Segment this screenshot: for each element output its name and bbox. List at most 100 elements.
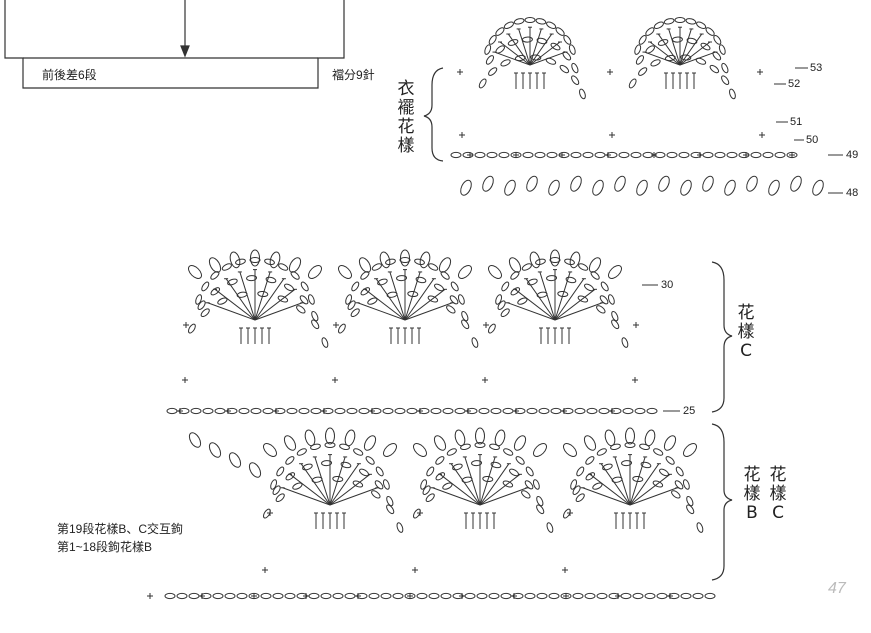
chain-stitch [586, 407, 598, 415]
single-crochet [607, 69, 613, 75]
puff-stitch [263, 443, 277, 457]
chain-stitch [320, 592, 332, 600]
double-crochet [314, 456, 331, 506]
single-crochet [465, 408, 471, 414]
puff-stitch [208, 257, 222, 273]
chain-stitch [195, 294, 203, 305]
chain-stitch [430, 407, 442, 415]
chain-stitch [596, 305, 606, 314]
chain-stitch [339, 443, 350, 450]
chain-stitch [622, 407, 634, 415]
puff-stitch [570, 175, 582, 192]
chain-stitch [278, 263, 289, 271]
chain-stitch [692, 592, 704, 600]
puff-stitch [458, 265, 472, 279]
chain-stitch [212, 592, 224, 600]
chain-stitch [521, 263, 532, 271]
chain-stitch [371, 490, 381, 499]
chain-stitch [250, 407, 262, 415]
chain-stitch [450, 151, 462, 159]
chain-stitch [188, 592, 200, 600]
chain-stitch [585, 472, 596, 481]
double-crochet [518, 28, 531, 66]
chain-stitch [704, 592, 716, 600]
chain-stitch [285, 472, 296, 481]
chain-stitch [338, 323, 346, 334]
chain-stitch [624, 442, 636, 448]
chain-stitch [495, 27, 505, 36]
chain-stitch [574, 407, 586, 415]
double-crochet [679, 51, 716, 66]
chain-stitch [345, 294, 353, 305]
chain-stitch [598, 407, 610, 415]
chain-stitch [578, 263, 589, 271]
single-crochet [609, 132, 615, 138]
single-crochet [511, 593, 517, 599]
chain-stitch [535, 18, 547, 25]
chain-stitch [415, 276, 427, 284]
chain-stitch [650, 59, 661, 67]
puff-stitch [269, 251, 281, 269]
single-crochet [757, 69, 763, 75]
hem-bracket [423, 67, 444, 162]
chain-stitch [665, 456, 675, 465]
puff-stitch [363, 435, 377, 451]
chain-stitch [563, 508, 571, 519]
chain-stitch [599, 295, 609, 305]
chain-stitch [618, 151, 630, 159]
row-number-49: 49 [846, 149, 859, 161]
single-crochet [467, 152, 473, 158]
double-crochet [614, 456, 631, 506]
chain-stitch [478, 407, 490, 415]
chain-stitch [484, 44, 492, 55]
garment-outline [4, 0, 345, 89]
chain-stitch [374, 480, 384, 490]
chain-stitch [350, 308, 360, 318]
chain-stitch [396, 522, 404, 533]
chain-stitch [500, 308, 510, 318]
chain-stitch [457, 294, 465, 305]
double-crochet [539, 271, 556, 321]
puff-stitch [529, 251, 541, 269]
double-crochet [357, 302, 406, 321]
chain-stitch [640, 461, 652, 469]
chain-stitch [461, 310, 469, 322]
puff-stitch [304, 429, 316, 447]
puff-stitch [433, 435, 447, 451]
double-crochet [649, 41, 681, 66]
double-crochet [668, 28, 681, 66]
chain-stitch [176, 592, 188, 600]
chain-stitch [630, 151, 642, 159]
chain-stitch [571, 75, 580, 86]
double-crochet [254, 278, 285, 321]
double-crochet [225, 278, 256, 321]
chain-stitch [550, 407, 562, 415]
double-crochet [329, 463, 360, 506]
chain-stitch [510, 287, 521, 296]
single-crochet [609, 408, 615, 414]
chain-stitch [452, 463, 463, 471]
chain-stitch [610, 443, 621, 450]
chain-stitch [420, 479, 428, 490]
puff-stitch [683, 443, 697, 457]
chain-stitch [632, 592, 644, 600]
puff-stitch [608, 265, 622, 279]
puff-stitch [636, 179, 648, 196]
chain-stitch [536, 37, 548, 45]
double-crochet [450, 463, 481, 506]
chain-stitch [221, 263, 232, 271]
chain-stitch [460, 443, 471, 450]
chain-stitch [646, 407, 658, 415]
chain-stitch [729, 88, 736, 100]
puff-stitch [526, 175, 538, 192]
chain-stitch [700, 42, 711, 51]
chain-stitch [375, 466, 384, 477]
puff-stitch [663, 435, 677, 451]
puff-stitch [228, 452, 242, 468]
single-crochet [417, 510, 423, 516]
chain-stitch [644, 592, 656, 600]
chain-stitch [202, 407, 214, 415]
chain-stitch [584, 592, 596, 600]
chain-stitch [272, 592, 284, 600]
chain-stitch [503, 448, 514, 456]
